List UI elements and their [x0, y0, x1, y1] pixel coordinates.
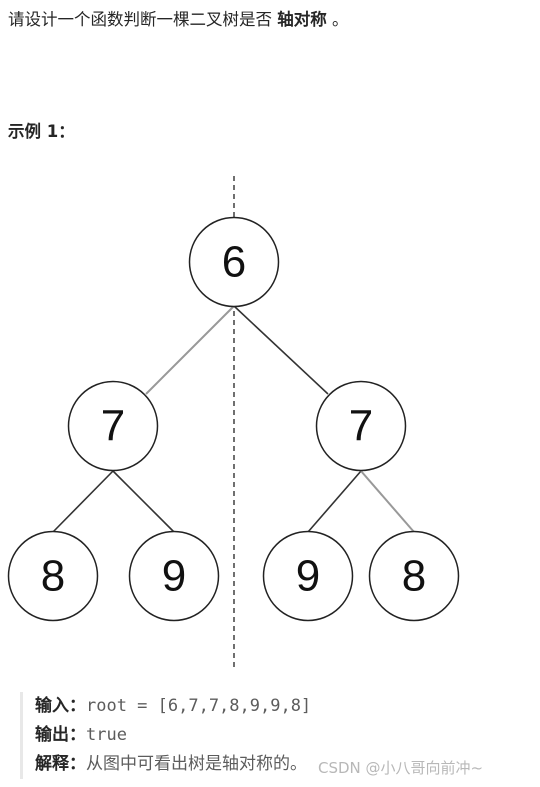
csdn-watermark: CSDN @小八哥向前冲~	[318, 759, 484, 777]
edge-root-left	[145, 305, 235, 395]
problem-text: 请设计一个函数判断一棵二叉树是否	[8, 10, 278, 29]
tree-node-right-left: 9	[262, 530, 354, 622]
tree-node-left-left: 8	[7, 530, 99, 622]
binary-tree-diagram: 6 7 7 8 9 9 8	[7, 176, 460, 668]
tree-node-left-label: 7	[101, 402, 125, 451]
input-label: 输入：	[35, 696, 86, 716]
tree-node-right-label: 7	[349, 402, 373, 451]
example-input-line: 输入：root = [6,7,7,8,9,9,8]	[35, 692, 540, 721]
input-value: root = [6,7,7,8,9,9,8]	[86, 696, 312, 716]
problem-keyword: 轴对称	[277, 10, 327, 29]
tree-node-right-right-label: 8	[402, 552, 426, 601]
problem-text-end: 。	[326, 10, 349, 29]
example-output-line: 输出：true	[35, 721, 540, 750]
output-label: 输出：	[35, 725, 86, 745]
output-value: true	[86, 725, 127, 745]
tree-node-right: 7	[315, 380, 407, 472]
problem-statement: 请设计一个函数判断一棵二叉树是否 轴对称 。	[8, 8, 349, 32]
edge-right-right	[360, 470, 415, 533]
tree-node-right-left-label: 9	[296, 552, 320, 601]
example-explain-line: 解释：从图中可看出树是轴对称的。	[35, 750, 540, 779]
tree-node-root: 6	[188, 216, 280, 308]
tree-node-root-label: 6	[222, 238, 246, 287]
edge-root-right	[233, 305, 329, 395]
tree-node-left: 7	[67, 380, 159, 472]
example-io-block: 输入：root = [6,7,7,8,9,9,8] 输出：true 解释：从图中…	[20, 692, 540, 779]
tree-node-left-right: 9	[128, 530, 220, 622]
edge-left-left	[52, 470, 114, 533]
edge-right-left	[307, 470, 362, 533]
example-title: 示例 1：	[8, 122, 75, 141]
tree-node-left-right-label: 9	[162, 552, 186, 601]
tree-node-right-right: 8	[368, 530, 460, 622]
explain-text: 从图中可看出树是轴对称的。	[86, 754, 307, 774]
edge-left-right	[112, 470, 175, 533]
tree-node-left-left-label: 8	[41, 552, 65, 601]
explain-label: 解释：	[35, 754, 86, 774]
